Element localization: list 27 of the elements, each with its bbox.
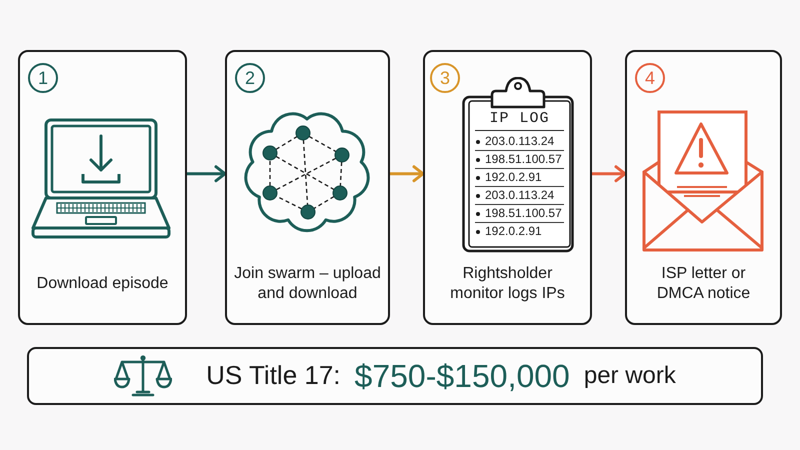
fine-range: $750-$150,000 — [354, 358, 570, 394]
log-title: IP LOG — [475, 110, 564, 131]
ip-address: 192.0.2.91 — [485, 224, 542, 239]
step-card — [423, 50, 592, 325]
step-caption: Join swarm – upload and download — [233, 264, 382, 304]
ip-address: 203.0.113.24 — [485, 134, 554, 149]
arrow — [388, 165, 424, 182]
step-caption: ISP letter or DMCA notice — [656, 264, 752, 304]
step-card — [225, 50, 390, 325]
arrow — [186, 165, 226, 182]
step-card — [625, 50, 782, 325]
clipboard — [462, 77, 574, 253]
step-number: 4 — [635, 63, 665, 93]
step-caption: Rightsholder monitor logs IPs — [449, 264, 566, 304]
arrow — [590, 165, 626, 182]
step-card — [18, 50, 187, 325]
rate-text: per work — [584, 362, 676, 390]
ip-address: 192.0.2.91 — [485, 170, 542, 185]
ip-address: 203.0.113.24 — [485, 188, 554, 203]
step-number: 2 — [235, 63, 265, 93]
step-number: 3 — [430, 63, 460, 93]
step-caption: Download episode — [36, 274, 168, 294]
law-reference: US Title 17: — [206, 361, 341, 391]
step-number: 1 — [28, 63, 58, 93]
ip-address: 198.51.100.57 — [485, 206, 562, 221]
ip-address: 198.51.100.57 — [485, 152, 562, 167]
info-banner — [27, 347, 763, 405]
